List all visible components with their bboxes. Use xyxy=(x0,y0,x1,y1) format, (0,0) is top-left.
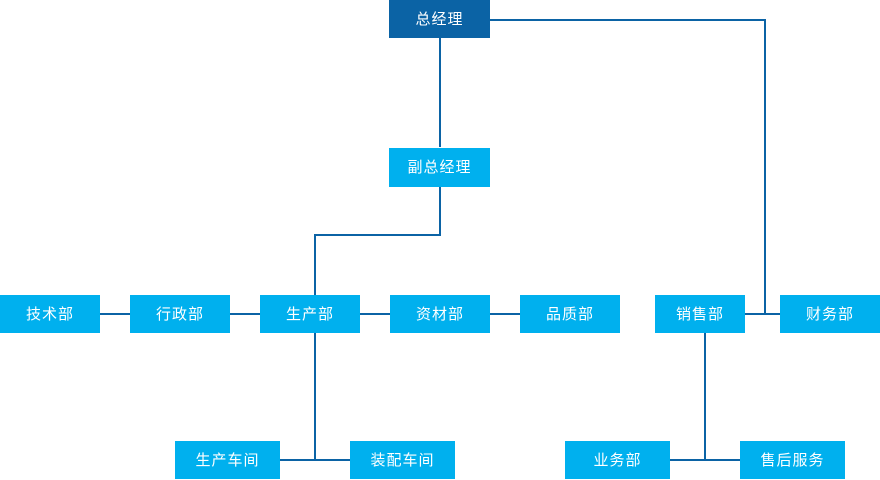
node-business-dept[interactable]: 业务部 xyxy=(565,441,670,479)
connector-technology-to-administration xyxy=(99,313,131,315)
connector-gm-right-vertical xyxy=(764,19,766,314)
connector-deputy-to-production-horizontal xyxy=(314,234,441,236)
connector-deputy-to-production-vertical xyxy=(314,234,316,295)
node-finance-dept[interactable]: 财务部 xyxy=(780,295,880,333)
node-production-dept[interactable]: 生产部 xyxy=(260,295,360,333)
connector-gm-right-horizontal xyxy=(490,19,766,21)
node-assembly-workshop[interactable]: 装配车间 xyxy=(350,441,455,479)
connector-gm-to-deputy xyxy=(439,38,441,147)
node-administration-dept[interactable]: 行政部 xyxy=(130,295,230,333)
node-materials-dept[interactable]: 资材部 xyxy=(390,295,490,333)
connector-production-to-materials xyxy=(359,313,391,315)
node-quality-dept[interactable]: 品质部 xyxy=(520,295,620,333)
node-general-manager[interactable]: 总经理 xyxy=(389,0,490,38)
connector-sales-to-subdepts-vertical xyxy=(704,332,706,461)
connector-deputy-down xyxy=(439,187,441,236)
node-production-workshop[interactable]: 生产车间 xyxy=(175,441,280,479)
node-sales-dept[interactable]: 销售部 xyxy=(655,295,745,333)
node-aftersales-service[interactable]: 售后服务 xyxy=(740,441,845,479)
connector-materials-to-quality xyxy=(489,313,521,315)
node-technology-dept[interactable]: 技术部 xyxy=(0,295,100,333)
connector-sales-subdept-link xyxy=(669,459,741,461)
connector-sales-to-finance xyxy=(744,313,781,315)
node-deputy-general-manager[interactable]: 副总经理 xyxy=(389,148,490,187)
connector-production-workshop-link xyxy=(279,459,351,461)
connector-administration-to-production xyxy=(229,313,261,315)
connector-production-to-workshops-vertical xyxy=(314,332,316,461)
